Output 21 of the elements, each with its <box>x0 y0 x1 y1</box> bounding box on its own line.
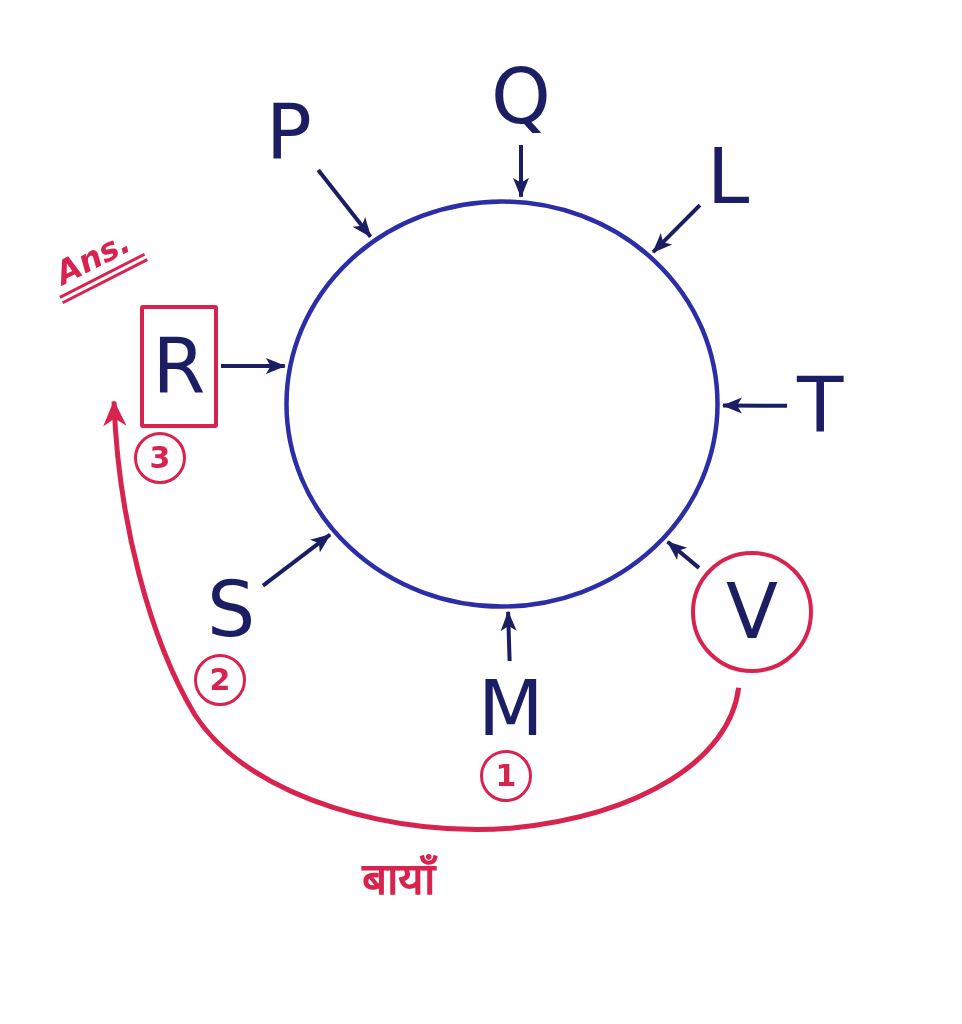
arrow <box>316 168 373 239</box>
arrow <box>651 203 702 254</box>
arrow <box>722 397 787 414</box>
arrow <box>666 540 701 570</box>
arrow <box>221 358 286 374</box>
arrow <box>500 610 517 662</box>
person-label: T <box>797 368 844 444</box>
circled-number: 1 <box>480 750 532 802</box>
arrow <box>513 145 529 198</box>
person-label: S <box>207 572 256 648</box>
person-label: L <box>707 139 750 215</box>
person-label: Q <box>491 59 551 135</box>
arrow <box>261 533 332 588</box>
boxed-label: R <box>140 304 218 428</box>
circled-label: V <box>691 551 813 673</box>
answer-label: Ans. <box>42 220 148 304</box>
person-label: P <box>266 95 312 171</box>
circled-number: 2 <box>194 654 246 706</box>
arrow <box>103 400 742 832</box>
person-label: M <box>478 671 544 747</box>
circled-number: 3 <box>134 432 186 484</box>
